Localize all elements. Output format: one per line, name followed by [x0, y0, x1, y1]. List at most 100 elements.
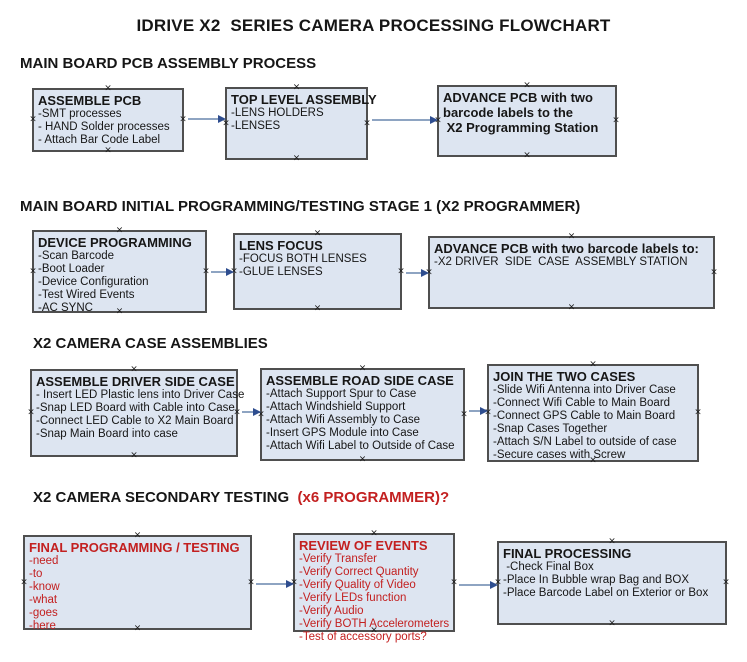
connection-handle-icon: × [20, 577, 28, 587]
flow-box-item: -Verify Quality of Video [299, 579, 416, 591]
flow-box-item: -goes [29, 607, 58, 619]
flow-box-item: -Attach Support Spur to Case [266, 388, 417, 400]
flow-box-item: -AC SYNC [38, 302, 93, 314]
arrowhead-icon [253, 408, 261, 416]
connection-handle-icon: × [710, 267, 718, 277]
connector-line [242, 411, 255, 413]
section-header-text: MAIN BOARD INITIAL PROGRAMMING/TESTING S… [20, 198, 581, 215]
connection-handle-icon: × [27, 407, 35, 418]
arrowhead-icon [480, 407, 488, 415]
section-header-2: MAIN BOARD INITIAL PROGRAMMING/TESTING S… [20, 198, 580, 215]
flow-box-item: -Test of accessory ports? [299, 631, 427, 643]
flow-box-title: LENS FOCUS [239, 238, 323, 253]
flow-box-top-level-assembly[interactable]: TOP LEVEL ASSEMBLY-LENS HOLDERS-LENSES××… [222, 83, 377, 163]
flow-box-title: FINAL PROCESSING [503, 546, 632, 561]
flow-box-assemble-pcb[interactable]: ASSEMBLE PCB-SMT processes- HAND Solder … [29, 84, 187, 155]
flow-box-item: -Verify LEDs function [299, 592, 407, 604]
flow-box-assemble-driver-side-case[interactable]: ASSEMBLE DRIVER SIDE CASE- Insert LED Pl… [27, 365, 245, 460]
flow-box-item: -Place Barcode Label on Exterior or Box [503, 587, 709, 599]
section-header-text: X2 CAMERA SECONDARY TESTING [33, 489, 294, 506]
connector-line [469, 410, 482, 412]
flow-box-item: -what [29, 594, 58, 606]
connection-handle-icon: × [179, 114, 187, 125]
section-header-text: X2 CAMERA CASE ASSEMBLIES [33, 335, 268, 352]
connection-handle-icon: × [292, 153, 301, 164]
flow-box-item: -Attach S/N Label to outside of case [493, 436, 677, 448]
connection-handle-icon: × [29, 266, 37, 276]
flow-box-join-the-two-cases[interactable]: JOIN THE TWO CASES-Slide Wifi Antenna in… [484, 360, 702, 465]
flow-box-title: ASSEMBLE ROAD SIDE CASE [266, 373, 454, 388]
arrowhead-icon [286, 580, 294, 588]
connection-handle-icon: × [722, 577, 730, 588]
connection-handle-icon: × [450, 577, 458, 587]
flow-box-final-programming-testing[interactable]: FINAL PROGRAMMING / TESTING-need-to-know… [20, 531, 255, 633]
flow-box-advance-pcb-to-driver-side-station[interactable]: ADVANCE PCB with two barcode labels to:-… [425, 232, 718, 312]
flow-box-title: ADVANCE PCB with two [443, 90, 593, 105]
connector-line [188, 118, 220, 120]
flow-box-title: FINAL PROGRAMMING / TESTING [29, 540, 240, 555]
flow-box-assemble-road-side-case[interactable]: ASSEMBLE ROAD SIDE CASE-Attach Support S… [257, 364, 468, 464]
flow-box-item: -Device Configuration [38, 276, 149, 288]
connector-line [406, 272, 423, 274]
arrowhead-icon [421, 269, 429, 277]
connection-handle-icon: × [363, 118, 371, 128]
flow-box-title: DEVICE PROGRAMMING [38, 235, 192, 250]
flow-box-lens-focus[interactable]: LENS FOCUS-FOCUS BOTH LENSES-GLUE LENSES… [230, 229, 405, 313]
flow-box-item: -Scan Barcode [38, 250, 115, 262]
flow-box-item: -to [29, 568, 43, 580]
arrowhead-icon [226, 268, 234, 276]
flow-box-item: -Verify Correct Quantity [299, 566, 419, 578]
connection-handle-icon: × [460, 409, 468, 419]
flow-box-item: -Snap LED Board with Cable into Case [36, 402, 235, 414]
flow-box-item: - Insert LED Plastic lens into Driver Ca… [36, 389, 245, 401]
flow-box-item: -Secure cases with Screw [493, 449, 626, 461]
flow-box-item: - Attach Bar Code Label [38, 134, 161, 146]
flow-box-title: TOP LEVEL ASSEMBLY [231, 92, 377, 107]
flow-box-title: ASSEMBLE PCB [38, 93, 142, 108]
section-header-4: X2 CAMERA SECONDARY TESTING (x6 PROGRAMM… [33, 489, 449, 506]
flow-box-item: -here [29, 620, 56, 632]
flow-box-item: -Attach Windshield Support [266, 401, 406, 413]
arrowhead-icon [430, 116, 438, 124]
arrowhead-icon [218, 115, 226, 123]
section-header-3: X2 CAMERA CASE ASSEMBLIES [33, 335, 268, 352]
connector-line [256, 583, 288, 585]
flow-box-item: - HAND Solder processes [38, 121, 170, 133]
flow-box-item: -Connect Wifi Cable to Main Board [493, 397, 671, 409]
connection-handle-icon: × [29, 114, 37, 125]
section-header-text: (x6 PROGRAMMER)? [293, 489, 450, 506]
flow-box-title: ASSEMBLE DRIVER SIDE CASE [36, 374, 235, 389]
flow-box-item: -Verify BOTH Accelerometers [299, 618, 450, 630]
flow-box-item: -X2 DRIVER SIDE CASE ASSEMBLY STATION [434, 256, 688, 268]
connector-line [211, 271, 228, 273]
flow-box-review-of-events[interactable]: REVIEW OF EVENTS-Verify Transfer-Verify … [290, 529, 458, 643]
flow-box-item: -Check Final Box [503, 561, 594, 573]
flow-box-item: -FOCUS BOTH LENSES [239, 253, 367, 265]
connection-handle-icon: × [612, 115, 620, 126]
flow-box-item: -Attach Wifi Label to Outside of Case [266, 440, 455, 452]
connection-handle-icon: × [694, 407, 702, 418]
flow-box-device-programming[interactable]: DEVICE PROGRAMMING-Scan Barcode-Boot Loa… [29, 226, 210, 316]
connection-handle-icon: × [358, 454, 367, 465]
flow-box-item: -Insert GPS Module into Case [266, 427, 419, 439]
connection-handle-icon: × [247, 577, 255, 587]
connection-handle-icon: × [523, 150, 531, 161]
flow-box-title: ADVANCE PCB with two barcode labels to: [434, 241, 699, 256]
connection-handle-icon: × [104, 145, 112, 156]
flow-box-title: REVIEW OF EVENTS [299, 538, 428, 553]
flow-box-item: -Connect LED Cable to X2 Main Board [36, 415, 234, 427]
flow-box-item: -Verify Transfer [299, 553, 377, 565]
flow-box-item: -Boot Loader [38, 263, 105, 275]
flow-box-item: -LENS HOLDERS [231, 107, 324, 119]
flow-box-item: -Snap Cases Together [493, 423, 608, 435]
connection-handle-icon: × [567, 302, 576, 313]
flow-box-item: -need [29, 555, 59, 567]
connection-handle-icon: × [397, 266, 405, 276]
flow-box-item: -Attach Wifi Assembly to Case [266, 414, 421, 426]
flow-box-final-processing[interactable]: FINAL PROCESSING -Check Final Box-Place … [494, 537, 730, 628]
flow-box-item: -Snap Main Board into case [36, 428, 178, 440]
flow-box-item: -know [29, 581, 60, 593]
flow-box-item: -Place In Bubble wrap Bag and BOX [503, 574, 690, 586]
